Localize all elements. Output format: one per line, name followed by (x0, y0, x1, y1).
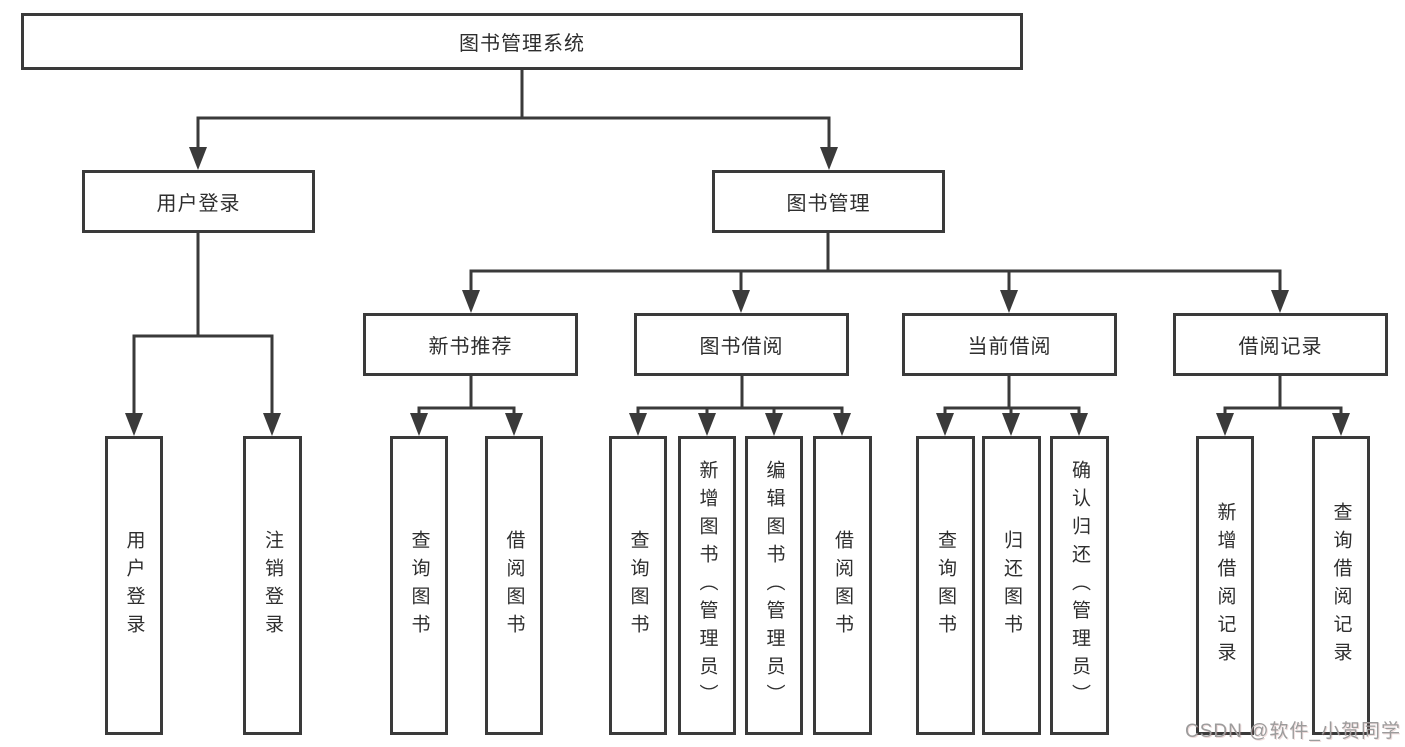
connector-book-management-to-level3 (462, 233, 1289, 313)
connector-current-borrow-to-leaves (936, 376, 1088, 436)
node-current-borrow: 当前借阅 (902, 313, 1117, 376)
connector-borrow-records-to-leaves (1216, 376, 1350, 436)
node-borrow-records: 借阅记录 (1173, 313, 1388, 376)
leaf-user-login: 用户登录 (105, 436, 163, 735)
leaf-label: 查询图书 (935, 529, 956, 642)
leaf-add-borrow-record: 新增借阅记录 (1196, 436, 1254, 735)
node-new-book-recommend: 新书推荐 (363, 313, 578, 376)
leaf-return-books: 归还图书 (982, 436, 1041, 735)
leaf-borrow-books-recommend: 借阅图书 (485, 436, 543, 735)
leaf-label: 查询借阅记录 (1330, 501, 1352, 670)
leaf-query-books-recommend: 查询图书 (390, 436, 448, 735)
node-book-management: 图书管理 (712, 170, 945, 233)
leaf-label: 归还图书 (1001, 529, 1022, 642)
leaf-logout: 注销登录 (243, 436, 302, 735)
leaf-add-books-admin: 新增图书（管理员） (678, 436, 736, 735)
leaf-label: 新增借阅记录 (1214, 501, 1236, 670)
leaf-label: 查询图书 (408, 529, 430, 642)
leaf-query-books-current: 查询图书 (916, 436, 975, 735)
leaf-label: 编辑图书（管理员） (763, 459, 785, 712)
leaf-label: 查询图书 (627, 529, 649, 642)
node-root: 图书管理系统 (21, 13, 1023, 70)
connector-root-to-level2 (189, 70, 838, 170)
node-book-borrow: 图书借阅 (634, 313, 849, 376)
leaf-label: 借阅图书 (832, 529, 853, 642)
leaf-query-borrow-record: 查询借阅记录 (1312, 436, 1370, 735)
connector-book-borrow-to-leaves (629, 376, 851, 436)
leaf-borrow-books: 借阅图书 (813, 436, 872, 735)
leaf-label: 借阅图书 (503, 529, 525, 642)
leaf-label: 注销登录 (262, 529, 283, 642)
leaf-label: 用户登录 (123, 529, 145, 642)
csdn-watermark: CSDN @软件_小贺同学 (1185, 721, 1401, 742)
leaf-confirm-return-admin: 确认归还（管理员） (1050, 436, 1109, 735)
leaf-label: 新增图书（管理员） (696, 459, 718, 712)
leaf-label: 确认归还（管理员） (1069, 459, 1090, 712)
connector-new-book-recommend-to-leaves (410, 376, 523, 436)
connector-user-login-to-leaves (125, 233, 281, 436)
leaf-query-books-borrow: 查询图书 (609, 436, 667, 735)
node-user-login: 用户登录 (82, 170, 315, 233)
leaf-edit-books-admin: 编辑图书（管理员） (745, 436, 803, 735)
